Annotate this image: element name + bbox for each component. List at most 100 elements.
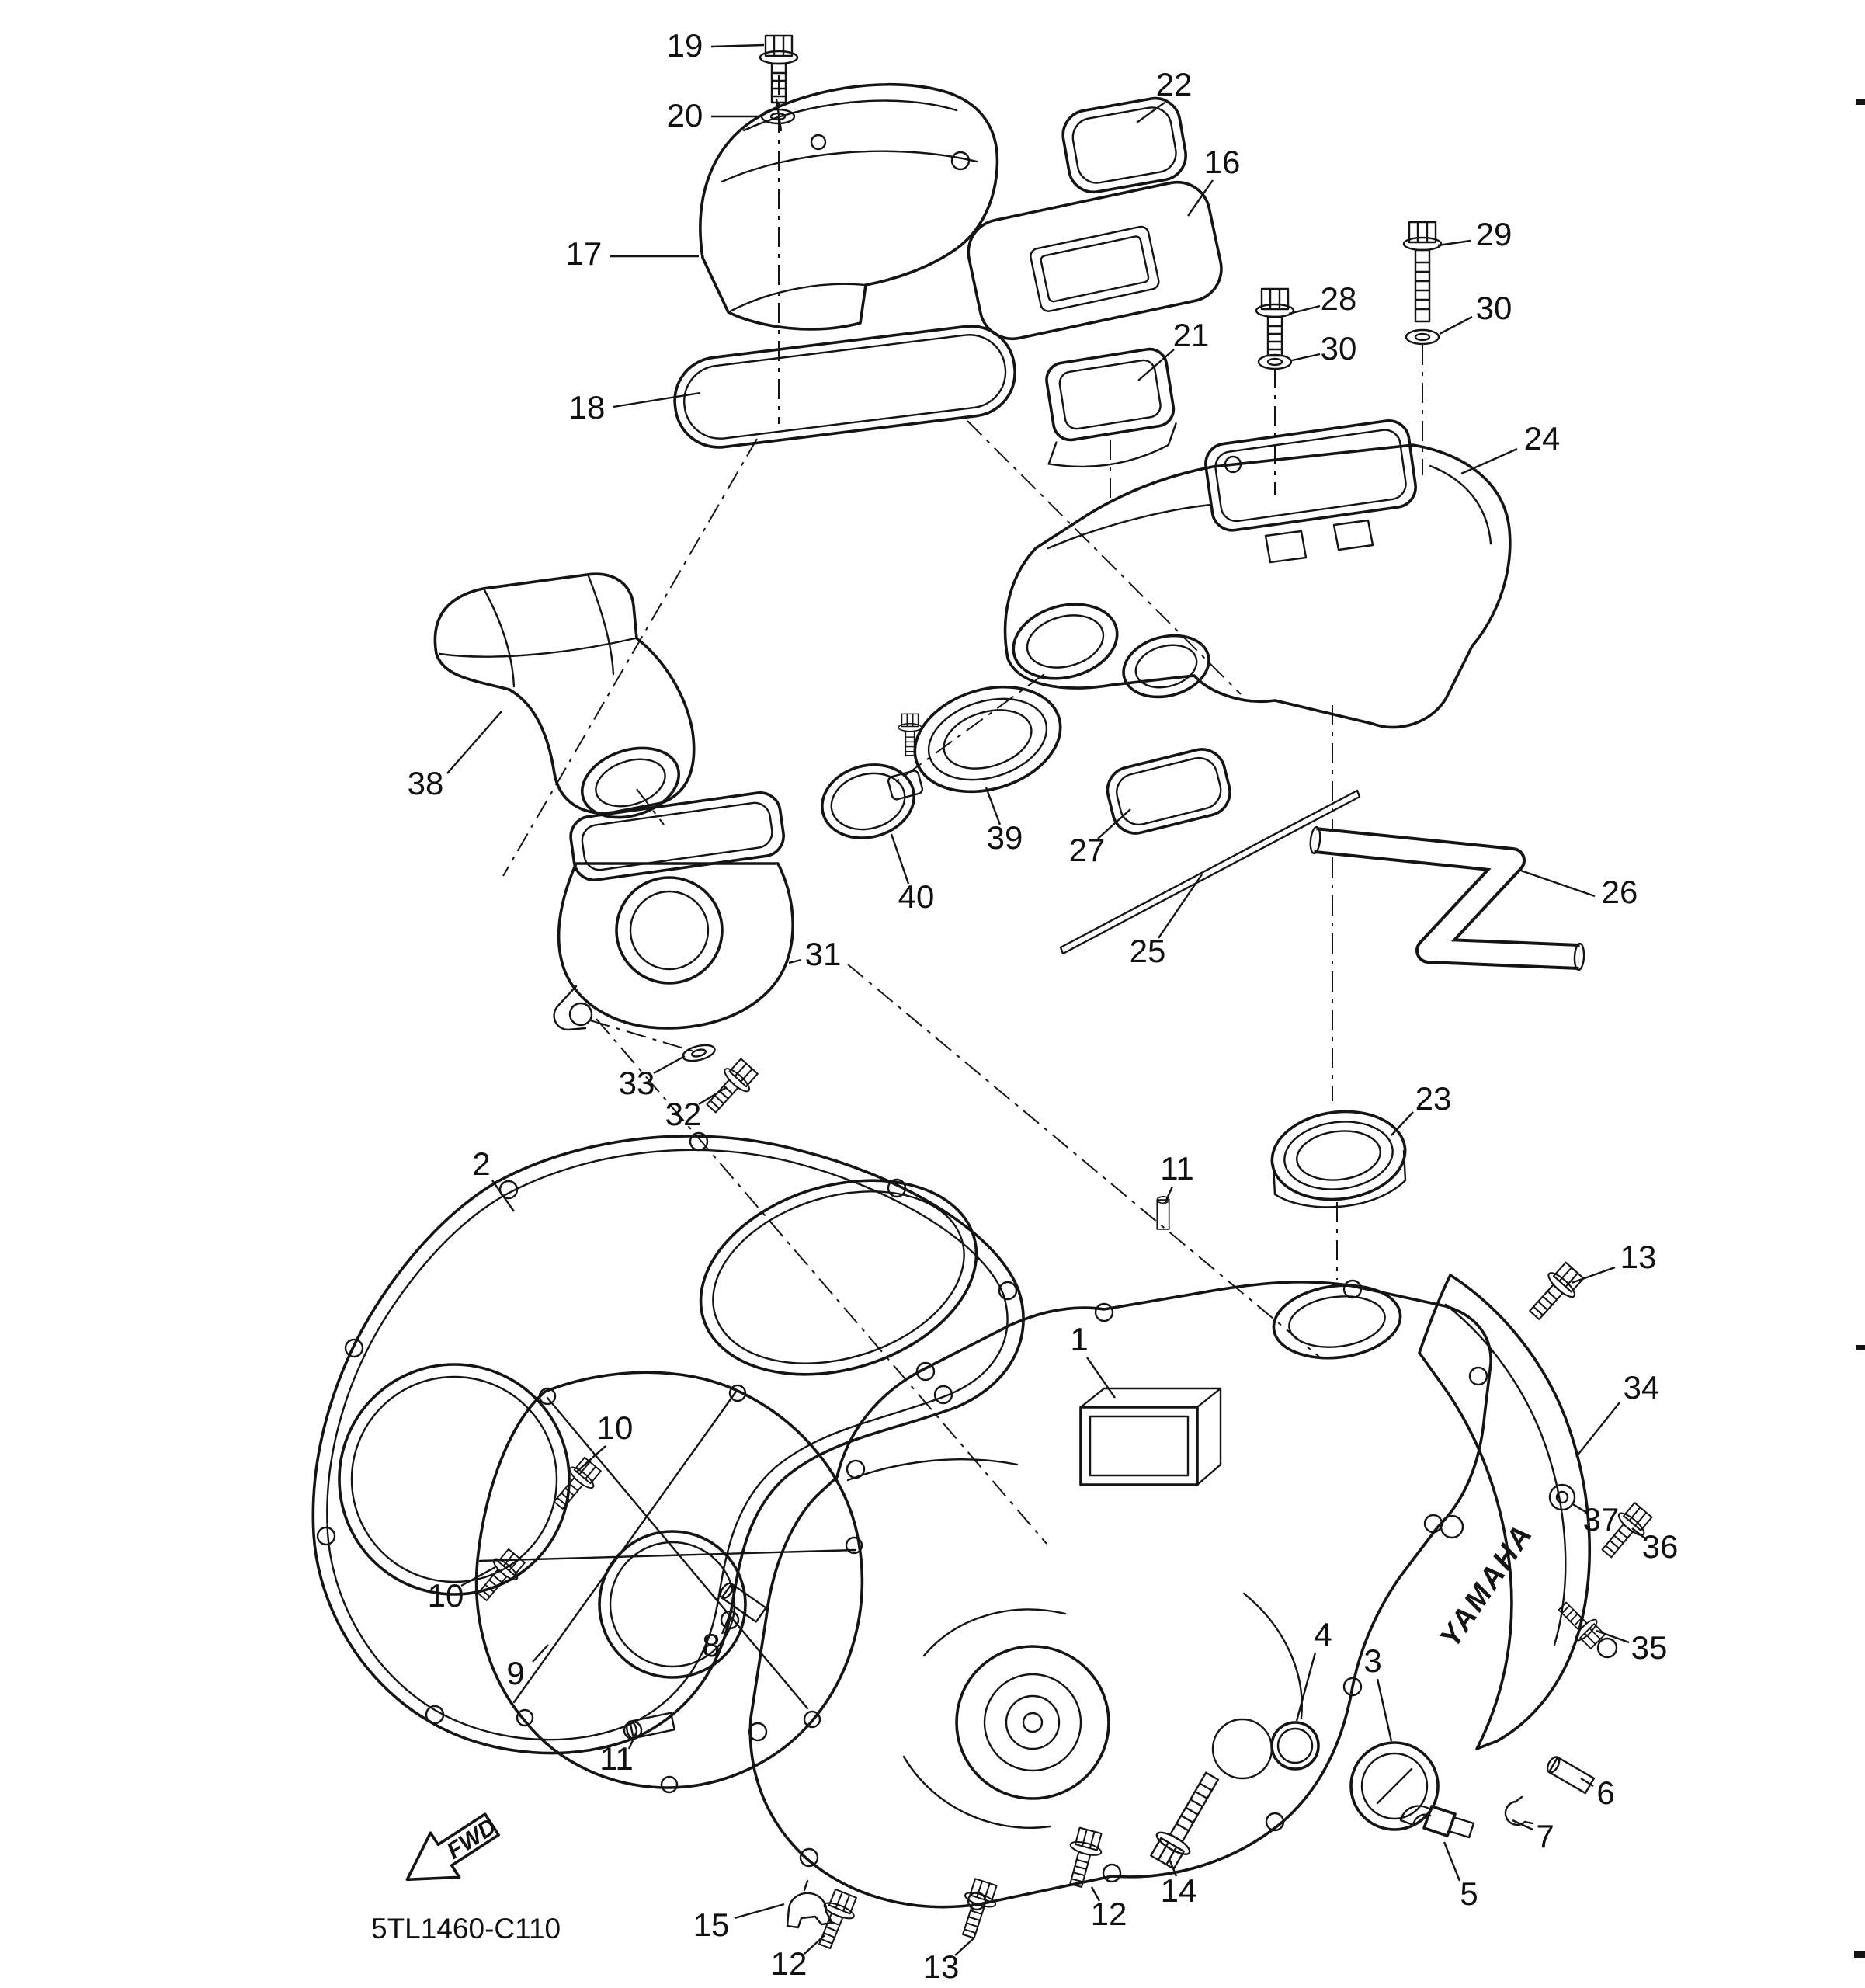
callout-3: 3 [1363,1642,1381,1679]
callout-24: 24 [1524,420,1561,457]
leader-line-14 [1168,1858,1178,1877]
part-28-bolt [1255,287,1295,357]
part-37-washer [1548,1483,1576,1511]
callout-29: 29 [1476,216,1512,252]
callout-4: 4 [1314,1616,1332,1653]
leader-line-39 [985,787,1002,825]
callout-9: 9 [506,1655,524,1691]
scan-marks [1854,99,1865,1958]
leader-line-5 [1443,1841,1461,1882]
leader-line-22 [1136,102,1165,123]
part-30-washer-right [1405,328,1440,346]
part-22-gasket [1061,96,1187,194]
callout-11: 11 [599,1740,634,1777]
callout-32: 32 [665,1096,702,1132]
callout-30: 30 [1321,330,1357,367]
leader-line-26 [1518,868,1596,898]
leader-line-15 [734,1903,785,1920]
leader-line-30 [1439,315,1473,335]
part-11-collar-lower [624,1712,675,1740]
part-26-pipe [1309,825,1585,971]
diagram-code: 5TL1460-C110 [371,1913,561,1945]
part-32-bolt [698,1055,762,1121]
part-23-duct [1270,1110,1407,1208]
leader-line-29 [1437,239,1471,247]
callout-5: 5 [1460,1875,1478,1912]
leader-line-27 [1097,808,1131,839]
leader-line-13 [1571,1266,1616,1284]
part-9-plate [474,1371,864,1794]
part-2-gasket [311,1131,1025,1755]
callout-25: 25 [1130,933,1166,969]
callout-18: 18 [569,389,606,426]
leader-line-13 [954,1938,974,1956]
leader-line-6 [1580,1777,1594,1788]
leader-line-11 [1163,1186,1174,1204]
callout-1: 1 [1070,1321,1088,1357]
leader-line-38 [446,711,502,774]
part-14-bolt [1145,1765,1229,1873]
callout-39: 39 [987,819,1023,856]
callout-17: 17 [566,235,603,272]
part-5-joint [1399,1805,1475,1839]
callout-11: 11 [1160,1150,1194,1187]
leader-line-25 [1158,874,1203,939]
leader-line-28 [1288,304,1321,315]
part-39-seal [913,685,1062,794]
leader-line-1 [1086,1357,1116,1399]
leader-line-30 [1291,353,1321,362]
part-33-washer [680,1041,717,1065]
leader-line-18 [613,391,701,408]
callout-30: 30 [1476,290,1512,326]
leader-line-33 [653,1055,686,1075]
callout-34: 34 [1624,1369,1660,1406]
callout-21: 21 [1173,317,1210,353]
callout-27: 27 [1069,832,1106,868]
callout-10: 10 [597,1409,634,1446]
leader-line-9 [532,1644,549,1663]
leader-line-16 [1187,179,1214,217]
part-40-clamp [821,713,924,839]
callout-2: 2 [472,1145,490,1182]
leader-line-11 [627,1731,638,1750]
part-29-bolt [1402,221,1443,323]
center-lines [502,75,1423,1545]
leader-line-35 [1596,1629,1630,1644]
callout-12: 12 [771,1945,807,1982]
leader-line-10 [460,1566,496,1587]
part-30-washer-left [1257,353,1293,370]
leader-line-34 [1575,1402,1620,1458]
callout-13: 13 [1620,1239,1657,1275]
callout-31: 31 [805,936,842,972]
leader-line-4 [1295,1652,1317,1722]
callout-35: 35 [1631,1629,1668,1666]
callout-26: 26 [1602,874,1638,910]
callout-22: 22 [1156,66,1193,103]
callout-10: 10 [428,1577,464,1614]
leader-line-3 [1376,1678,1393,1742]
leader-line-19 [710,43,765,48]
part-24-case [1003,419,1512,729]
part-6-collar [1544,1753,1596,1795]
part-4-oring [1270,1721,1320,1771]
part-3-cap [1349,1741,1440,1831]
leader-line-31 [788,958,802,964]
part-13-bolt-top [1521,1258,1589,1327]
callout-15: 15 [693,1906,730,1943]
part-25-rod [1059,789,1361,955]
leader-line-12 [1090,1886,1101,1902]
callout-38: 38 [408,765,444,801]
callout-6: 6 [1596,1774,1614,1811]
part-27-gasket [1106,748,1231,835]
leader-line-21 [1137,349,1175,381]
part-34-cover: YAMAHA [1418,1274,1591,1750]
leader-line-36 [1631,1527,1647,1540]
callout-12: 12 [1091,1896,1127,1932]
leader-line-37 [1571,1502,1588,1514]
part-7-clip [1504,1795,1534,1826]
fwd-arrow: FWD [405,1812,501,1882]
callout-37: 37 [1583,1501,1620,1538]
callout-23: 23 [1415,1080,1452,1117]
